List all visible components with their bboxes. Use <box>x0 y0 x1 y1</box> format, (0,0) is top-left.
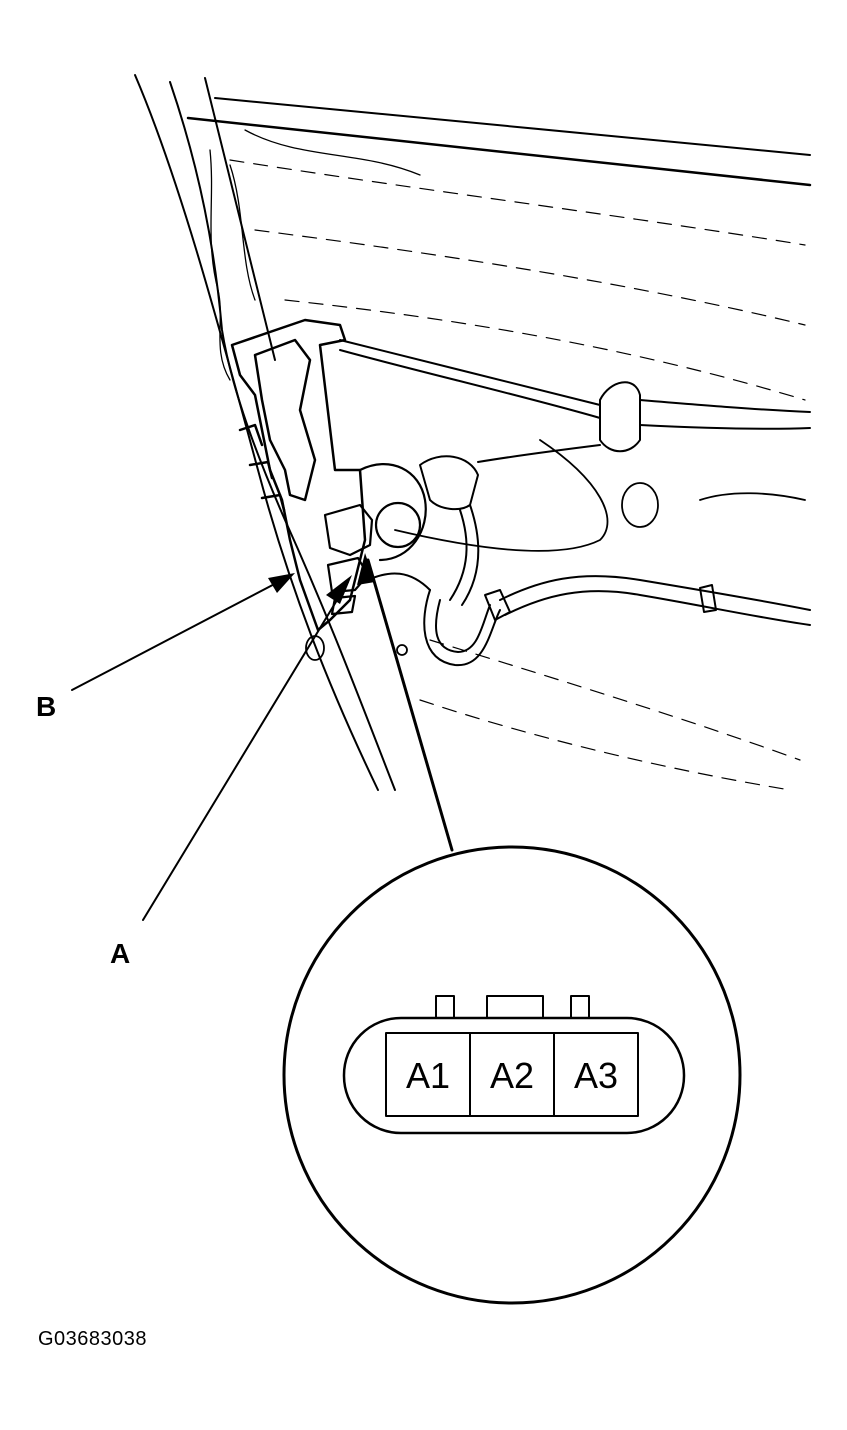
pin-label-a1: A1 <box>406 1055 450 1096</box>
pin-cell-a3 <box>553 1032 639 1117</box>
detail-leader <box>366 558 454 852</box>
connector-tab-right <box>570 995 590 1019</box>
callout-b-arrowhead <box>268 573 295 593</box>
panel-contour-lines <box>229 159 806 791</box>
pin-label-a2: A2 <box>490 1055 534 1096</box>
callout-b-label: B <box>36 691 57 722</box>
connector-face <box>342 995 686 1135</box>
figure-code: G03683038 <box>38 1328 148 1350</box>
callout-a-arrowhead <box>326 575 352 604</box>
door-panel-outline <box>134 74 812 791</box>
callout-a-leader <box>142 581 349 921</box>
trim-edges <box>209 129 421 381</box>
connector-tab-left <box>435 995 455 1019</box>
pin-label-a3: A3 <box>574 1055 618 1096</box>
callout-arrows <box>71 558 454 921</box>
detail-arrowhead <box>357 553 375 585</box>
door-inner-cutout <box>305 439 806 661</box>
callout-b-leader <box>71 577 287 691</box>
actuator-body <box>323 463 427 616</box>
connector-tab-center <box>486 995 544 1019</box>
latch-bracket <box>230 318 367 632</box>
wiring-harness <box>339 339 811 667</box>
callout-a-label: A <box>110 938 131 969</box>
detail-circle <box>282 845 742 1305</box>
